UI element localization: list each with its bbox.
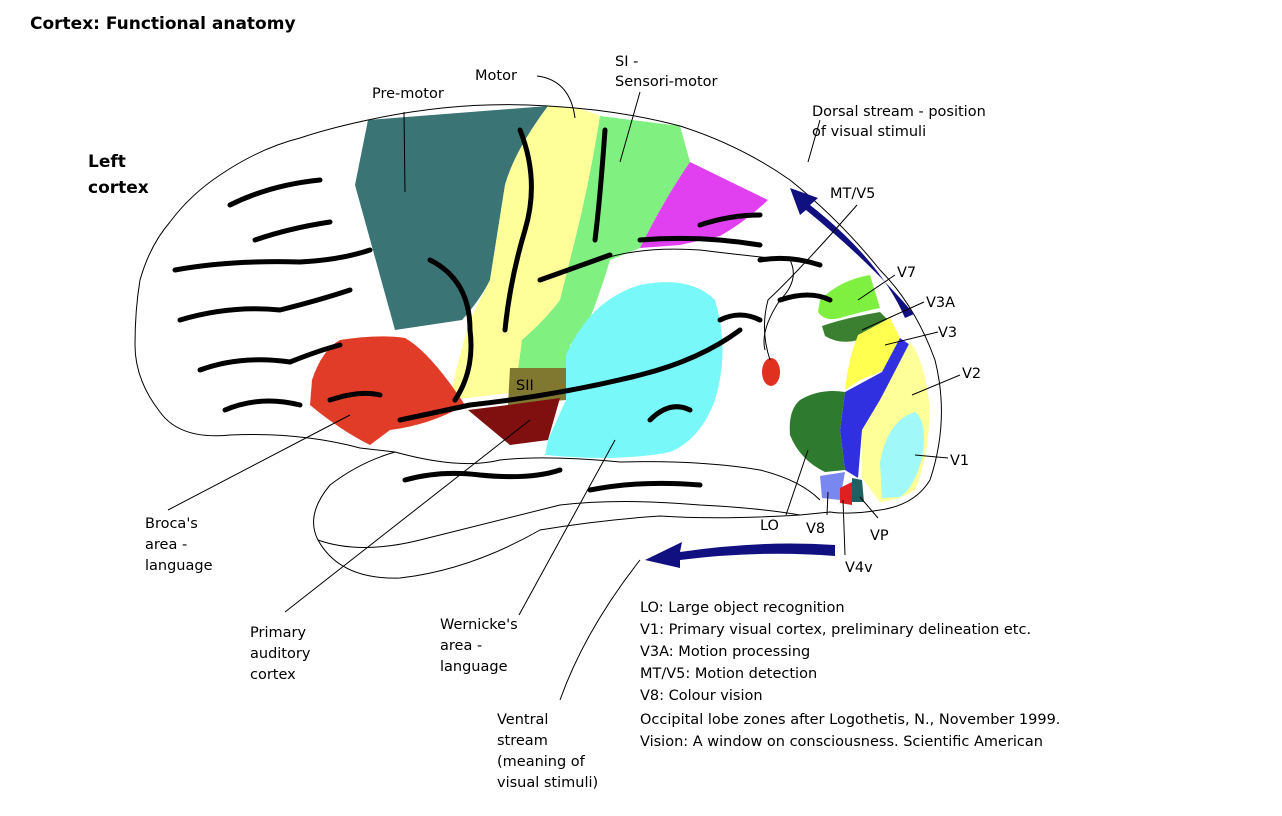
label-ventral-line-4: visual stimuli) — [497, 775, 598, 791]
label-ventral-line-2: stream — [497, 733, 548, 749]
stream-arrows — [645, 188, 914, 568]
label-si-line-1: SI - — [615, 54, 638, 70]
brain-contour — [134, 104, 942, 579]
motor-area — [450, 106, 600, 400]
label-sii: SII — [516, 378, 534, 394]
label-auditory-line-2: auditory — [250, 646, 311, 662]
label-wernicke-line-3: language — [440, 659, 508, 675]
temporal-lobe-edge — [394, 451, 821, 501]
side-label-line-1: Left — [88, 152, 126, 172]
label-mt-v5: MT/V5 — [830, 186, 875, 202]
label-broca-line-3: language — [145, 558, 213, 574]
auditory-area — [468, 398, 560, 445]
v3a-area — [822, 312, 888, 342]
wernicke-area — [545, 282, 723, 458]
legend-line: LO: Large object recognition — [640, 600, 845, 616]
v8-area — [820, 472, 845, 500]
diagram-labels: Left cortex Pre-motor Motor SI - Sensori… — [88, 54, 986, 791]
legend-line: V8: Colour vision — [640, 688, 763, 704]
vp-area — [852, 478, 864, 502]
gyri-folds — [172, 127, 833, 493]
label-v3a: V3A — [926, 295, 955, 311]
label-vp: VP — [870, 528, 889, 544]
v1-area — [880, 412, 924, 498]
dorsal-stream-arrow — [790, 188, 914, 318]
legend: LO: Large object recognition V1: Primary… — [640, 600, 1060, 750]
label-ventral-line-3: (meaning of — [497, 754, 586, 770]
label-motor: Motor — [475, 68, 517, 84]
label-auditory-line-3: cortex — [250, 667, 296, 683]
label-wernicke-line-1: Wernicke's — [440, 617, 518, 633]
label-ventral-line-1: Ventral — [497, 712, 548, 728]
label-broca-line-1: Broca's — [145, 516, 198, 532]
lo-area — [789, 391, 845, 472]
mt-v5-dot — [762, 358, 780, 386]
functional-areas — [310, 106, 930, 505]
label-auditory-line-1: Primary — [250, 625, 306, 641]
label-si-line-2: Sensori-motor — [615, 74, 718, 90]
label-dorsal-line-2: of visual stimuli — [812, 124, 926, 140]
v3-yellow-area — [845, 318, 900, 390]
legend-line: Vision: A window on consciousness. Scien… — [640, 734, 1043, 750]
legend-line: MT/V5: Motion detection — [640, 666, 817, 682]
label-wernicke-line-2: area - — [440, 638, 482, 654]
legend-line: V1: Primary visual cortex, preliminary d… — [640, 622, 1031, 638]
side-label-line-2: cortex — [88, 178, 149, 198]
v7-area — [818, 275, 880, 320]
label-v3: V3 — [938, 325, 957, 341]
premotor-area — [355, 106, 548, 330]
purple-area — [640, 162, 768, 248]
sensorimotor-area — [518, 116, 690, 372]
label-broca-line-2: area - — [145, 537, 187, 553]
lower-contour — [317, 501, 801, 548]
label-v1: V1 — [950, 453, 969, 469]
v4v-area — [840, 482, 852, 505]
leader-lines — [167, 75, 961, 701]
label-lo: LO — [760, 518, 779, 534]
ventral-stream-arrow — [645, 542, 835, 568]
label-v4v: V4v — [845, 560, 873, 576]
broca-area — [310, 336, 465, 445]
label-v7: V7 — [897, 265, 916, 281]
legend-line: V3A: Motion processing — [640, 644, 810, 660]
label-v2: V2 — [962, 366, 981, 382]
label-v8: V8 — [806, 521, 825, 537]
legend-line: Occipital lobe zones after Logothetis, N… — [640, 712, 1060, 728]
label-premotor: Pre-motor — [372, 86, 444, 102]
label-dorsal-line-1: Dorsal stream - position — [812, 104, 986, 120]
v3-blue-area — [840, 338, 910, 478]
page-title: Cortex: Functional anatomy — [30, 14, 296, 34]
